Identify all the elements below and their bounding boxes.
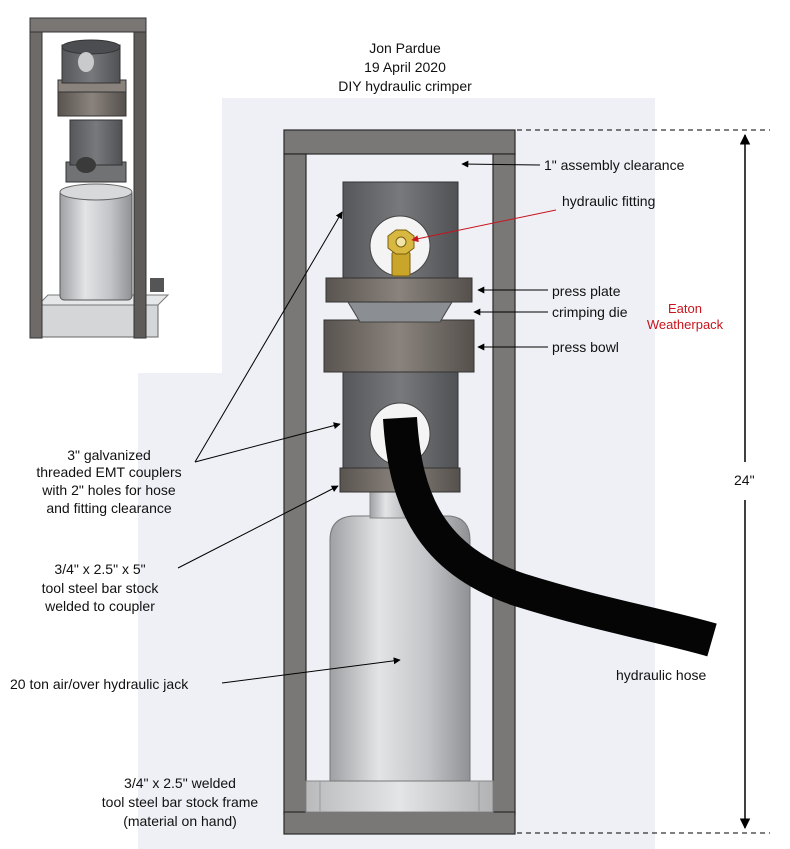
hydraulic-hose bbox=[383, 416, 717, 657]
label-couplers-2: threaded EMT couplers bbox=[36, 464, 182, 480]
label-couplers-3: with 2" holes for hose bbox=[42, 482, 176, 498]
press-plate bbox=[325, 277, 473, 303]
leader-lines bbox=[177, 160, 548, 684]
label-hydraulic-hose: hydraulic hose bbox=[616, 667, 707, 683]
hydraulic-fitting-icon bbox=[387, 229, 415, 277]
label-bar-stock-2: tool steel bar stock bbox=[41, 580, 159, 596]
label-press-plate: press plate bbox=[552, 283, 621, 299]
label-frame-2: tool steel bar stock frame bbox=[101, 794, 259, 810]
label-couplers-1: 3" galvanized bbox=[67, 447, 151, 463]
drawing-date: 19 April 2020 bbox=[364, 59, 446, 75]
drawing-title: DIY hydraulic crimper bbox=[338, 78, 472, 94]
label-jack: 20 ton air/over hydraulic jack bbox=[10, 676, 189, 692]
label-frame-3: (material on hand) bbox=[123, 813, 237, 829]
inset-model bbox=[29, 17, 170, 339]
label-frame-1: 3/4" x 2.5" welded bbox=[124, 775, 236, 791]
author-name: Jon Pardue bbox=[369, 40, 441, 56]
label-crimping-die: crimping die bbox=[552, 304, 628, 320]
press-bowl bbox=[323, 319, 475, 373]
label-bar-stock-3: welded to coupler bbox=[45, 598, 155, 614]
label-weatherpack: Weatherpack bbox=[646, 317, 724, 332]
label-assembly-clearance: 1" assembly clearance bbox=[544, 157, 685, 173]
label-press-bowl: press bowl bbox=[552, 339, 619, 355]
label-hydraulic-fitting: hydraulic fitting bbox=[562, 193, 656, 209]
frame bbox=[283, 129, 516, 835]
crimping-die bbox=[347, 301, 453, 323]
label-bar-stock-1: 3/4" x 2.5" x 5" bbox=[54, 561, 146, 577]
label-couplers-4: and fitting clearance bbox=[46, 500, 172, 516]
label-dimension: 24" bbox=[732, 472, 757, 489]
jack-base bbox=[305, 780, 494, 813]
label-eaton: Eaton bbox=[668, 301, 702, 316]
